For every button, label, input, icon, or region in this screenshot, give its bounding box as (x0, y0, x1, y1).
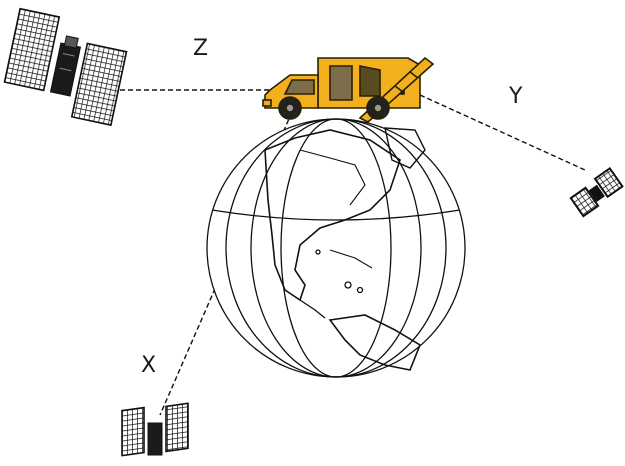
signal-line-y (419, 94, 586, 171)
satellite-icon (569, 167, 624, 218)
satellite-icon (121, 402, 189, 457)
label-y: Y (509, 84, 523, 109)
satellite-icon (3, 7, 128, 127)
label-x: X (141, 353, 157, 378)
globe-icon (206, 118, 466, 378)
label-z: Z (193, 36, 209, 61)
truck-icon (262, 56, 435, 123)
